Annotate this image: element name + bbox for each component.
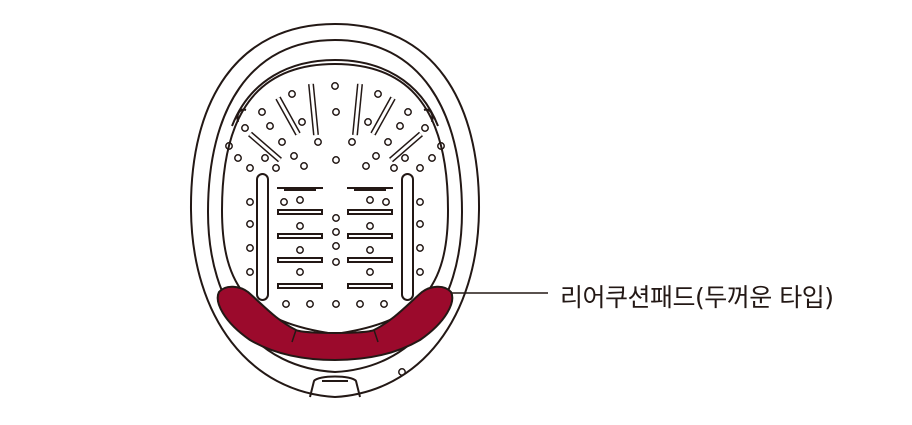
bottom-latch: [309, 375, 361, 398]
right-rail: [401, 173, 414, 301]
vent-hole: [416, 198, 424, 206]
vent-hole: [296, 222, 304, 230]
grille-bar: [277, 257, 323, 263]
vent-hole: [241, 124, 249, 132]
grille-bar: [347, 283, 393, 289]
vent-hole: [306, 300, 314, 308]
vent-hole: [290, 152, 298, 160]
grille-bar: [347, 233, 393, 239]
vent-hole: [366, 222, 374, 230]
rear-cushion-pad: [216, 285, 454, 362]
vent-hole: [296, 246, 304, 254]
vent-hole: [332, 156, 340, 164]
vent-hole: [398, 368, 406, 376]
vent-hole: [246, 220, 254, 228]
vent-hole: [296, 196, 304, 204]
vent-hole: [332, 214, 340, 222]
vent-hole: [362, 162, 370, 170]
vent-hole: [246, 164, 254, 172]
vent-hole: [246, 244, 254, 252]
vent-hole: [416, 268, 424, 276]
vent-hole: [382, 198, 390, 206]
vent-hole: [401, 154, 409, 162]
vent-hole: [374, 90, 382, 98]
vent-hole: [332, 258, 340, 266]
vent-hole: [300, 162, 308, 170]
vent-hole: [288, 90, 296, 98]
helmet-inner-liner: [220, 62, 450, 336]
vent-hole: [332, 108, 340, 116]
vent-hole: [366, 246, 374, 254]
vent-hole: [282, 300, 290, 308]
vent-hole: [380, 300, 388, 308]
vent-hole: [332, 300, 340, 308]
grille-bar: [277, 209, 323, 215]
vent-hole: [404, 108, 412, 116]
vent-hole: [298, 118, 306, 126]
vent-hole: [390, 164, 398, 172]
vent-hole: [384, 138, 392, 146]
vent-hole: [331, 82, 339, 90]
callout-label: 리어쿠션패드(두꺼운 타입): [560, 283, 834, 312]
vent-hole: [416, 220, 424, 228]
vent-hole: [366, 196, 374, 204]
vent-hole: [421, 124, 429, 132]
vent-hole: [332, 228, 340, 236]
vent-hole: [416, 244, 424, 252]
vent-holes: [225, 82, 445, 376]
vent-hole: [416, 164, 424, 172]
vent-hole: [246, 268, 254, 276]
grille-bars: [277, 187, 393, 289]
vent-hole: [366, 268, 374, 276]
vent-hole: [272, 164, 280, 172]
helmet-top-view: [189, 22, 481, 399]
grille-bar: [347, 209, 393, 215]
helmet-outer-shell: [189, 22, 481, 399]
vent-hole: [278, 138, 286, 146]
vent-hole: [348, 138, 356, 146]
vent-hole: [364, 118, 372, 126]
grille-bar: [347, 257, 393, 263]
front-brow-line: [231, 58, 439, 127]
vent-hole: [296, 268, 304, 276]
vent-hole: [266, 122, 274, 130]
helmet-inner-shell: [206, 38, 464, 374]
grille-bar: [277, 283, 323, 289]
vent-hole: [372, 152, 380, 160]
vent-hole: [258, 108, 266, 116]
grille-bar: [277, 233, 323, 239]
vent-hole: [428, 154, 436, 162]
vent-hole: [332, 242, 340, 250]
vent-hole: [396, 122, 404, 130]
vent-hole: [246, 198, 254, 206]
vent-hole: [225, 142, 233, 150]
vent-hole: [356, 300, 364, 308]
vent-hole: [314, 138, 322, 146]
left-rail: [256, 173, 269, 301]
vent-hole: [280, 198, 288, 206]
vent-hole: [261, 154, 269, 162]
vent-hole: [234, 154, 242, 162]
vent-hole: [437, 142, 445, 150]
